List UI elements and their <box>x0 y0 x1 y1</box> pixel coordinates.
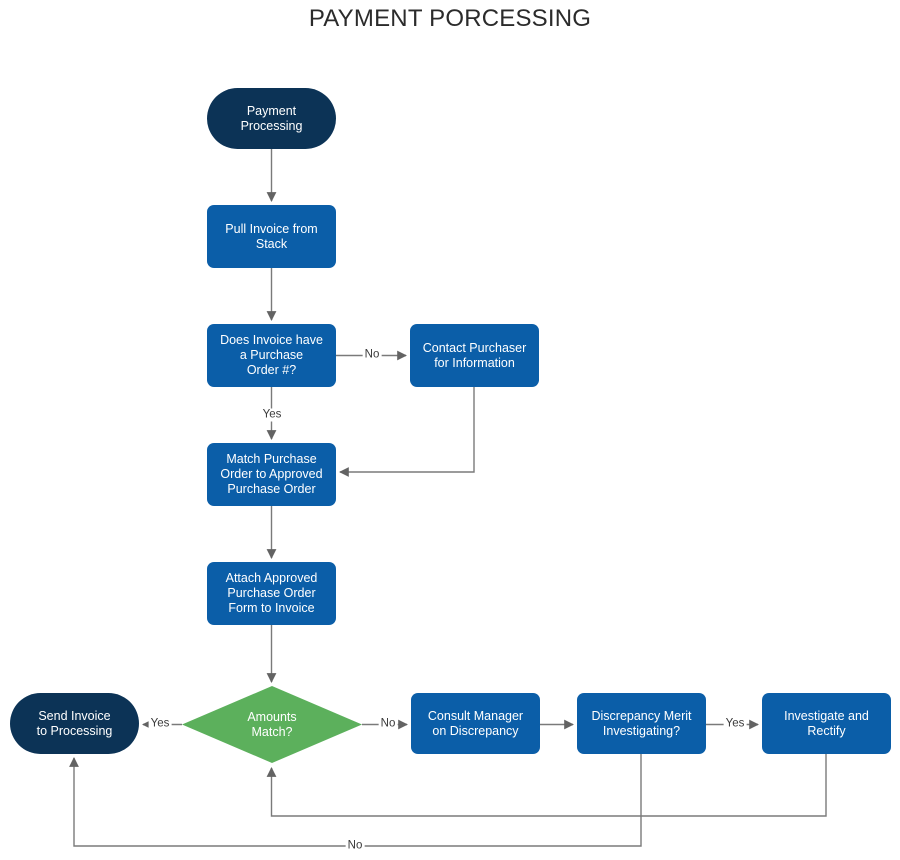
node-start[interactable]: Payment Processing <box>207 88 336 149</box>
node-amounts-match[interactable]: Amounts Match? <box>182 686 362 763</box>
edge-label-has-po-yes: Yes <box>260 408 284 422</box>
node-label: Consult Manager on Discrepancy <box>427 708 524 738</box>
edge-label-amounts-no: No <box>378 717 398 731</box>
node-contact-purchaser[interactable]: Contact Purchaser for Information <box>410 324 539 387</box>
node-label: Match Purchase Order to Approved Purchas… <box>220 452 323 496</box>
edge-merit-no-to-send <box>69 754 642 847</box>
edge-label-has-po-no: No <box>362 348 382 362</box>
page-title: PAYMENT PORCESSING <box>308 5 592 32</box>
node-label: Send Invoice to Processing <box>36 708 113 738</box>
node-send-invoice[interactable]: Send Invoice to Processing <box>10 693 139 754</box>
node-consult-manager[interactable]: Consult Manager on Discrepancy <box>411 693 540 754</box>
node-pull-invoice[interactable]: Pull Invoice from Stack <box>207 205 336 268</box>
node-discrepancy-merit[interactable]: Discrepancy Merit Investigating? <box>577 693 706 754</box>
edge-label-merit-no: No <box>345 839 365 853</box>
node-label: Amounts Match? <box>247 709 297 739</box>
node-label: Discrepancy Merit Investigating? <box>591 708 692 738</box>
node-attach-approved-form[interactable]: Attach Approved Purchase Order Form to I… <box>207 562 336 625</box>
node-match-purchase-order[interactable]: Match Purchase Order to Approved Purchas… <box>207 443 336 506</box>
node-label: Contact Purchaser for Information <box>422 340 527 370</box>
node-label: Pull Invoice from Stack <box>225 221 318 251</box>
node-has-purchase-order[interactable]: Does Invoice have a Purchase Order #? <box>207 324 336 387</box>
edge-label-amounts-yes: Yes <box>148 717 172 731</box>
node-label: Does Invoice have a Purchase Order #? <box>220 333 323 377</box>
node-investigate-rectify[interactable]: Investigate and Rectify <box>762 693 891 754</box>
node-label: Investigate and Rectify <box>784 708 869 738</box>
edge-contact-to-match-po <box>339 387 475 477</box>
node-label: Payment Processing <box>240 103 303 133</box>
node-label: Attach Approved Purchase Order Form to I… <box>225 571 318 615</box>
edge-label-merit-yes: Yes <box>723 717 747 731</box>
edge-investigate-to-amounts <box>266 754 827 817</box>
